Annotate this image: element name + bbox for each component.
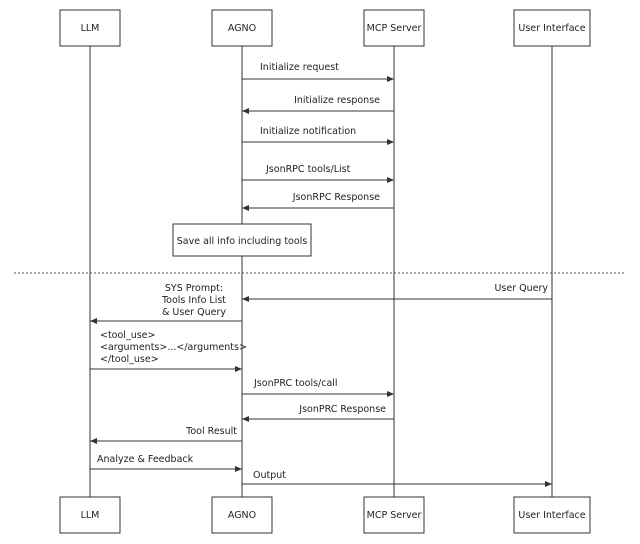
message-initialize-notification: Initialize notification (242, 126, 394, 145)
message-analyze-feedback: Analyze & Feedback (90, 454, 242, 472)
message-output-label: Output (253, 470, 286, 481)
participant-mcp-label: MCP Server (367, 23, 422, 34)
message-tools-list: JsonRPC tools/List (242, 164, 394, 183)
message-initialize-request: Initialize request (242, 62, 394, 82)
message-sys-prompt: SYS Prompt: Tools Info List & User Query (90, 283, 242, 324)
message-sys-prompt-line-3: & User Query (162, 307, 226, 318)
message-tools-call-response-label: JsonPRC Response (298, 404, 386, 415)
message-tools-list-response-label: JsonRPC Response (292, 192, 380, 203)
message-initialize-notification-label: Initialize notification (260, 126, 356, 137)
participant-mcp-bottom: MCP Server (363, 496, 425, 534)
message-tools-call: JsonPRC tools/call (242, 378, 394, 397)
message-tool-result-label: Tool Result (185, 426, 237, 437)
message-user-query: User Query (242, 283, 552, 302)
message-sys-prompt-line-2: Tools Info List (161, 295, 226, 306)
participant-llm-label: LLM (81, 23, 100, 34)
message-tool-use-line-1: <tool_use> (100, 330, 155, 341)
message-analyze-feedback-label: Analyze & Feedback (97, 454, 194, 465)
participant-ui-label-bottom: User Interface (518, 510, 585, 521)
message-user-query-label: User Query (494, 283, 548, 294)
participant-ui-bottom: User Interface (513, 496, 591, 534)
participant-agno-top: AGNO (211, 9, 273, 47)
participant-agno-label-bottom: AGNO (228, 510, 256, 521)
participant-mcp-label-bottom: MCP Server (367, 510, 422, 521)
participant-agno-bottom: AGNO (211, 496, 273, 534)
message-tool-use-line-2: <arguments>...</arguments> (100, 342, 247, 353)
message-initialize-response-label: Initialize response (294, 95, 380, 106)
message-tool-use: <tool_use> <arguments>...</arguments> </… (90, 330, 247, 372)
message-initialize-response: Initialize response (242, 95, 394, 114)
message-tool-use-line-3: </tool_use> (100, 354, 159, 365)
participant-agno-label: AGNO (228, 23, 256, 34)
participant-llm-label-bottom: LLM (81, 510, 100, 521)
message-output: Output (242, 470, 552, 487)
participant-llm-top: LLM (59, 9, 121, 47)
note-save-info-label: Save all info including tools (177, 236, 308, 247)
message-tools-list-label: JsonRPC tools/List (265, 164, 351, 175)
message-tools-call-response: JsonPRC Response (242, 404, 394, 422)
participant-mcp-top: MCP Server (363, 9, 425, 47)
message-initialize-request-label: Initialize request (260, 62, 339, 73)
participant-ui-label: User Interface (518, 23, 585, 34)
note-save-info: Save all info including tools (172, 223, 312, 257)
message-tool-result: Tool Result (90, 426, 242, 444)
message-tools-list-response: JsonRPC Response (242, 192, 394, 211)
message-sys-prompt-line-1: SYS Prompt: (165, 283, 223, 294)
participant-ui-top: User Interface (513, 9, 591, 47)
participant-llm-bottom: LLM (59, 496, 121, 534)
message-tools-call-label: JsonPRC tools/call (253, 378, 338, 389)
